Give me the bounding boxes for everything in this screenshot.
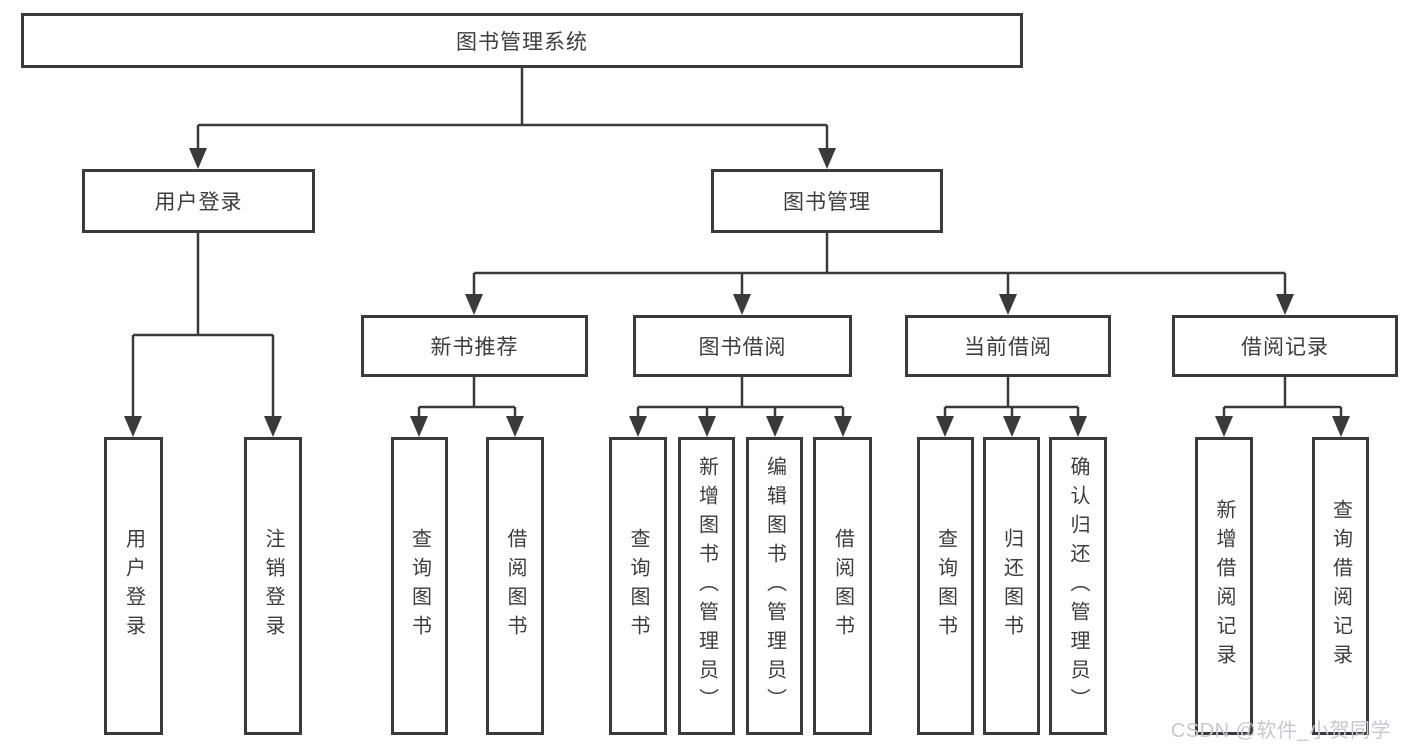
leaf-add-books-admin-label: 新增图书（管理员）: [695, 455, 718, 717]
leaf-borrow-books: 借阅图书: [813, 437, 872, 735]
node-new-book-recommend: 新书推荐: [361, 315, 588, 377]
node-book-borrow-label: 图书借阅: [698, 336, 787, 359]
arrowhead-icon: [999, 294, 1017, 315]
node-borrow-records-label: 借阅记录: [1241, 336, 1329, 359]
node-borrow-records: 借阅记录: [1172, 315, 1398, 377]
leaf-user-login: 用户登录: [104, 437, 163, 735]
leaf-edit-books-admin: 编辑图书（管理员）: [746, 437, 803, 735]
connector-lines: [131, 68, 1343, 419]
arrowhead-icon: [264, 416, 282, 437]
node-current-borrow: 当前借阅: [905, 315, 1111, 377]
arrowhead-icon: [1215, 416, 1233, 437]
leaf-recommend-borrow-books-label: 借阅图书: [504, 528, 526, 644]
node-user-login-label: 用户登录: [154, 191, 243, 214]
leaf-recommend-query-books-label: 查询图书: [408, 528, 431, 644]
arrowhead-icon: [124, 416, 142, 437]
leaf-edit-books-admin-label: 编辑图书（管理员）: [763, 455, 786, 717]
leaf-borrow-query-books: 查询图书: [609, 437, 667, 735]
arrowhead-icon: [1069, 416, 1087, 437]
node-new-book-recommend-label: 新书推荐: [430, 336, 519, 359]
leaf-logout-label: 注销登录: [262, 528, 284, 644]
leaf-add-borrow-record: 新增借阅记录: [1195, 437, 1253, 735]
arrowhead-icon: [834, 416, 852, 437]
watermark: CSDN @软件_小贺同学: [1170, 720, 1391, 742]
node-library-system: 图书管理系统: [21, 13, 1023, 68]
leaf-current-query-books-label: 查询图书: [934, 528, 957, 644]
node-book-management-label: 图书管理: [783, 191, 871, 214]
leaf-query-borrow-record-label: 查询借阅记录: [1329, 499, 1352, 673]
leaf-query-borrow-record: 查询借阅记录: [1312, 437, 1369, 735]
arrowhead-icon: [465, 294, 483, 315]
leaf-recommend-borrow-books: 借阅图书: [486, 437, 544, 735]
leaf-return-books: 归还图书: [983, 437, 1040, 735]
arrowhead-icon: [410, 416, 428, 437]
node-user-login: 用户登录: [82, 169, 315, 233]
leaf-user-login-label: 用户登录: [122, 528, 145, 644]
arrowhead-icon: [1276, 294, 1294, 315]
node-book-management: 图书管理: [711, 169, 943, 233]
arrowhead-icon: [818, 148, 836, 169]
leaf-return-books-label: 归还图书: [1000, 528, 1023, 644]
node-current-borrow-label: 当前借阅: [964, 336, 1052, 359]
arrowhead-icon: [1332, 416, 1350, 437]
leaf-logout: 注销登录: [244, 437, 302, 735]
leaf-borrow-books-label: 借阅图书: [831, 528, 854, 644]
arrowhead-icon: [733, 294, 751, 315]
arrowhead-icon: [629, 416, 647, 437]
arrowhead-icon: [936, 416, 954, 437]
leaf-add-borrow-record-label: 新增借阅记录: [1213, 499, 1235, 673]
leaf-recommend-query-books: 查询图书: [391, 437, 448, 735]
arrowhead-icon: [189, 148, 207, 169]
arrowhead-icon: [766, 416, 784, 437]
leaf-borrow-query-books-label: 查询图书: [627, 528, 649, 644]
leaf-add-books-admin: 新增图书（管理员）: [678, 437, 735, 735]
arrowhead-icon: [1003, 416, 1021, 437]
node-book-borrow: 图书借阅: [633, 315, 852, 377]
leaf-confirm-return-admin: 确认归还（管理员）: [1049, 437, 1107, 735]
node-library-system-label: 图书管理系统: [456, 30, 588, 54]
leaf-current-query-books: 查询图书: [917, 437, 974, 735]
arrowhead-icon: [698, 416, 716, 437]
arrowhead-icon: [506, 416, 524, 437]
leaf-confirm-return-admin-label: 确认归还（管理员）: [1067, 455, 1089, 717]
